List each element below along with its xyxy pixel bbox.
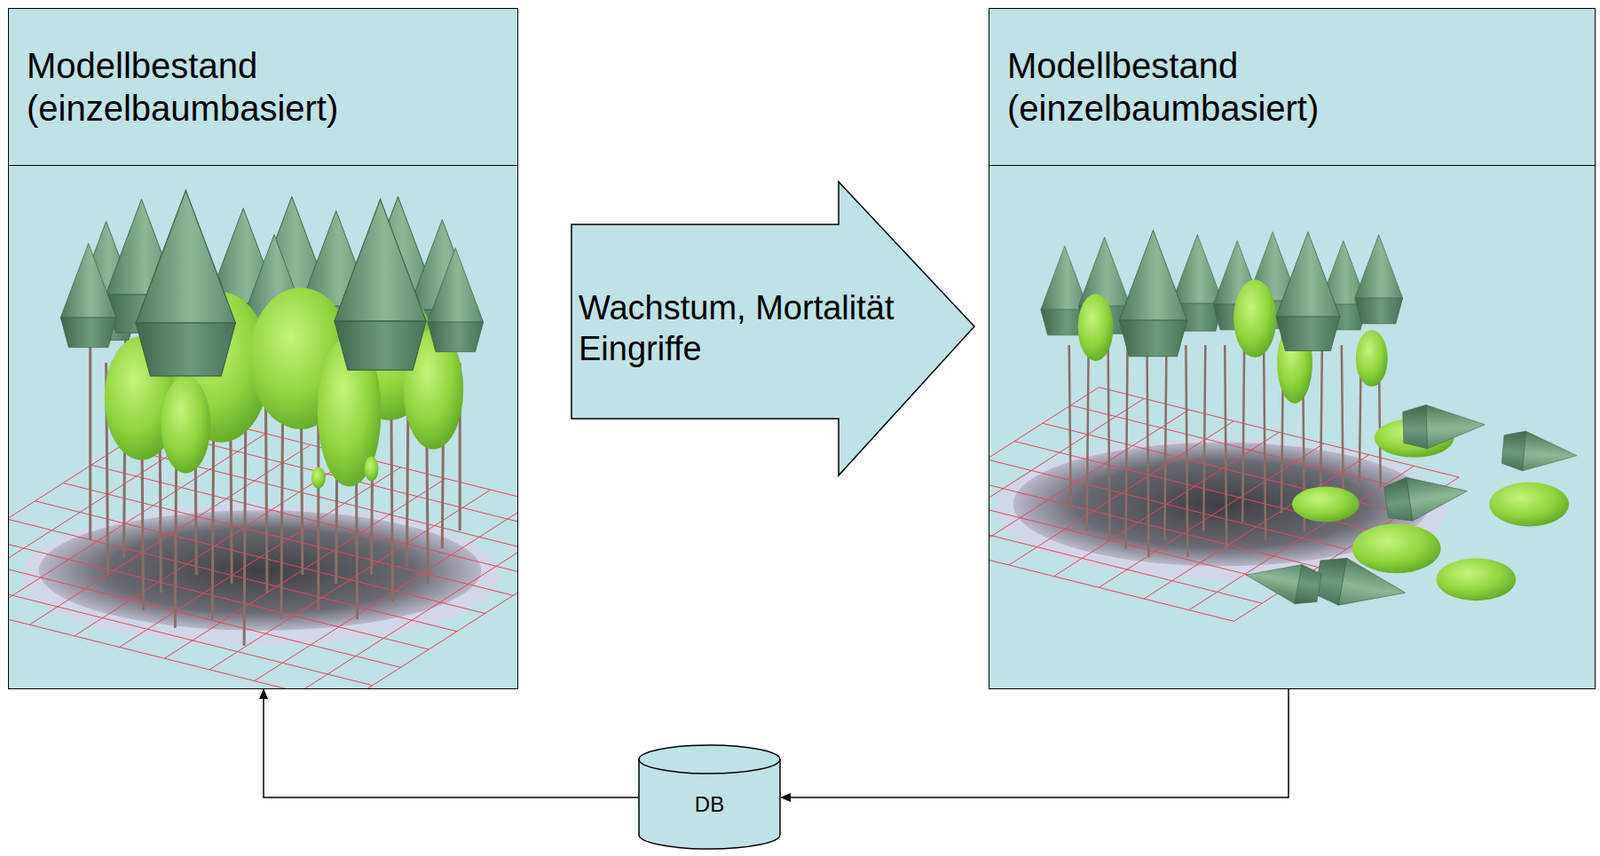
process-arrow: Wachstum, Mortalität Eingriffe xyxy=(571,181,975,476)
flow-connector xyxy=(263,689,639,798)
panel-header: Modellbestand (einzelbaumbasiert) xyxy=(989,8,1595,166)
panel-header: Modellbestand (einzelbaumbasiert) xyxy=(8,8,518,166)
database-label: DB xyxy=(638,792,781,819)
process-label: Wachstum, Mortalität Eingriffe xyxy=(578,288,934,370)
flow-connector xyxy=(780,689,1289,798)
block-arrow-shape xyxy=(571,181,975,476)
stand-panel: Modellbestand (einzelbaumbasiert) xyxy=(7,7,519,690)
database-cylinder: DB xyxy=(638,745,781,851)
stand-panel: Modellbestand (einzelbaumbasiert) xyxy=(988,7,1596,690)
panel-title: Modellbestand (einzelbaumbasiert) xyxy=(26,44,489,130)
panel-title: Modellbestand (einzelbaumbasiert) xyxy=(1007,44,1469,130)
